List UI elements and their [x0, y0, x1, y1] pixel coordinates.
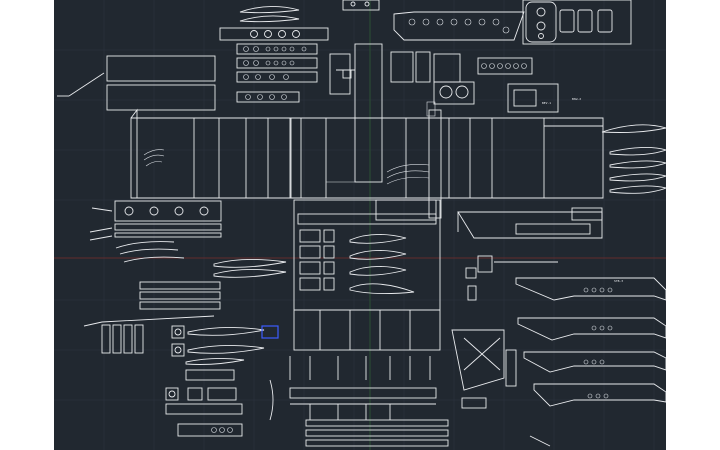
part-label-1: BEV-1 — [542, 101, 551, 105]
title-rectangles[interactable] — [57, 55, 216, 111]
right-airfoils[interactable] — [601, 124, 666, 194]
background-grid — [54, 0, 666, 450]
center-spar[interactable] — [329, 43, 383, 183]
fuselage-outline[interactable] — [130, 108, 604, 219]
small-brackets[interactable] — [465, 255, 558, 301]
cad-drawing-viewport[interactable]: BEV-1 BSW-2 — [54, 0, 666, 450]
tail-section[interactable] — [451, 207, 603, 447]
center-bay[interactable] — [293, 199, 441, 351]
cad-drawing-sheet[interactable]: BEV-1 BSW-2 — [54, 0, 666, 450]
part-label-2: BSW-2 — [572, 97, 581, 101]
bottom-stringers[interactable] — [289, 356, 449, 447]
top-airfoil-ribs[interactable] — [219, 6, 329, 41]
hole-strip-column[interactable] — [236, 43, 318, 103]
bottom-left-parts[interactable] — [165, 357, 274, 437]
part-label-3: STB-3 — [614, 279, 623, 283]
engine-mount-plates[interactable] — [342, 0, 632, 45]
right-wing-segments[interactable] — [515, 277, 666, 407]
servo-tray-cluster[interactable] — [390, 51, 559, 113]
left-hole-plate[interactable] — [89, 200, 222, 241]
left-small-parts[interactable] — [83, 241, 287, 357]
selected-part-highlight[interactable] — [261, 325, 279, 339]
fuselage-inner-details[interactable] — [143, 101, 436, 185]
